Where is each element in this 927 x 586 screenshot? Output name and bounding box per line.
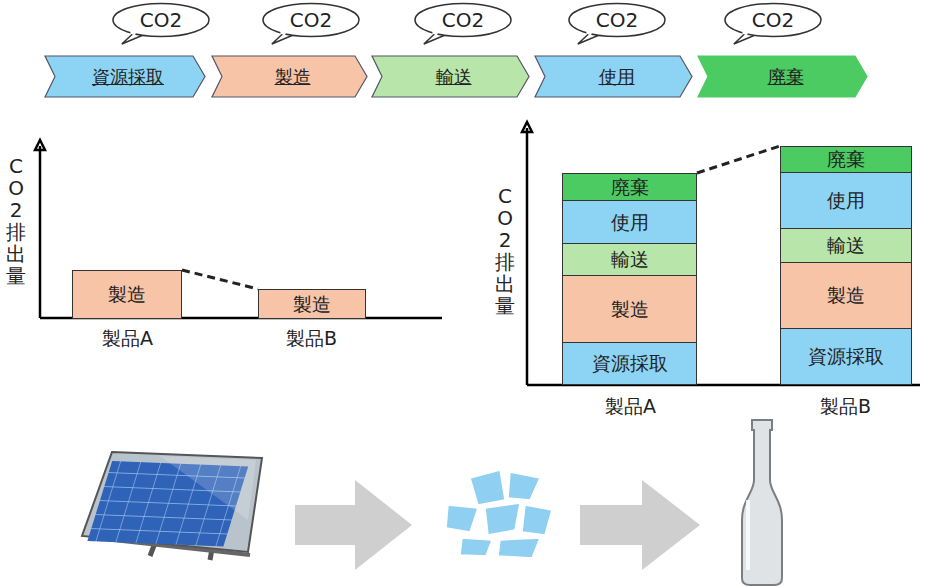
speech-bubble: CO2	[112, 2, 210, 38]
stacked-bar-segment: 廃棄	[562, 173, 697, 201]
stacked-bar-segment: 使用	[780, 172, 912, 229]
bar-label: 廃棄	[827, 149, 865, 170]
category-label: 製品B	[286, 328, 337, 349]
bar-label: 製造	[108, 284, 146, 305]
speech-bubble: CO2	[262, 2, 360, 38]
bar-label: 使用	[827, 190, 865, 211]
process-arrow	[295, 480, 412, 570]
chart-axis	[35, 122, 920, 385]
stacked-bar-segment: 資源採取	[562, 342, 697, 385]
bubble-text: CO2	[752, 9, 794, 31]
process-arrow	[580, 480, 700, 570]
bar-label: 製造	[827, 285, 865, 306]
dashed-connector	[697, 146, 780, 173]
bar-label: 製造	[611, 299, 649, 320]
stacked-bar-segment: 製造	[780, 262, 912, 329]
stage-label: 廃棄	[768, 67, 804, 87]
bar-label: 使用	[611, 212, 649, 233]
bubble-text: CO2	[140, 9, 182, 31]
solar-panel	[82, 452, 262, 560]
bar-label: 輸送	[827, 235, 865, 256]
stacked-bar-segment: 輸送	[780, 228, 912, 263]
stacked-bar-segment: 廃棄	[780, 146, 912, 173]
bubble-text: CO2	[596, 9, 638, 31]
stage-label: 輸送	[436, 67, 472, 87]
stage-label: 資源採取	[92, 67, 164, 87]
bar-label: 資源採取	[592, 353, 668, 374]
stacked-bar-segment: 輸送	[562, 243, 697, 276]
stacked-bar-segment: 製造	[562, 275, 697, 343]
bar-label: 廃棄	[611, 177, 649, 198]
process-chevron: 資源採取	[45, 56, 205, 97]
speech-bubble: CO2	[568, 2, 666, 38]
category-label: 製品A	[102, 328, 153, 349]
stacked-bar-segment: 使用	[562, 200, 697, 244]
process-chevron: 使用	[535, 56, 692, 97]
glass-bottle	[742, 420, 782, 585]
bubble-text: CO2	[290, 9, 332, 31]
bubble-text: CO2	[442, 9, 484, 31]
category-label: 製品B	[820, 396, 871, 417]
stacked-bar-segment: 製造	[258, 289, 366, 319]
speech-bubble: CO2	[414, 2, 512, 38]
dashed-connector	[182, 270, 258, 289]
stage-label: 製造	[275, 67, 311, 87]
axis-label: CO2排出量	[6, 155, 26, 287]
speech-bubble: CO2	[724, 2, 822, 38]
process-chevron: 輸送	[372, 56, 529, 97]
stacked-bar-segment: 製造	[72, 270, 182, 319]
stacked-bar-segment: 資源採取	[780, 328, 912, 385]
glass-shards	[446, 470, 552, 558]
bar-label: 製造	[293, 294, 331, 315]
bar-label: 輸送	[611, 249, 649, 270]
stage-label: 使用	[599, 67, 635, 87]
process-chevron: 製造	[212, 56, 367, 97]
bar-label: 資源採取	[808, 346, 884, 367]
process-chevron: 廃棄	[698, 56, 867, 97]
axis-label: CO2排出量	[495, 185, 515, 317]
category-label: 製品A	[605, 396, 656, 417]
